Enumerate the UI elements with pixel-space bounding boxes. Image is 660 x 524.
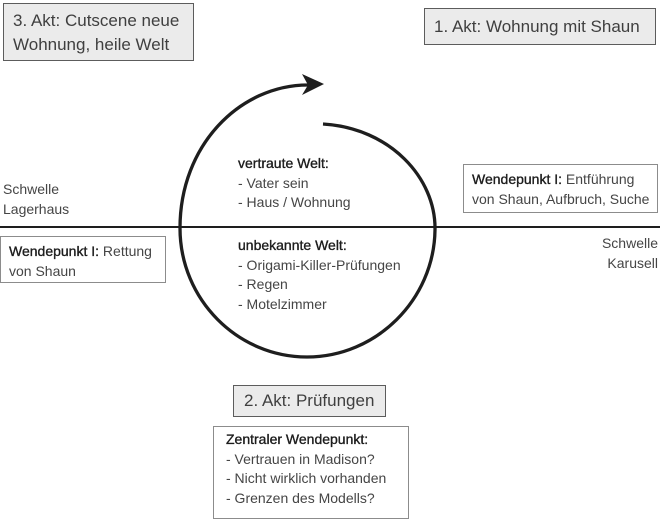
act-2-box: 2. Akt: Prüfungen [233, 385, 386, 417]
arrowhead [302, 74, 324, 95]
turning-point-rescue-box: Wendepunkt I: Rettung von Shaun [0, 236, 166, 283]
act-3-line-1: 3. Akt: Cutscene neue [13, 11, 180, 30]
unknown-world-heading: unbekannte Welt: [238, 237, 347, 253]
threshold-right-line-1: Schwelle [601, 235, 658, 251]
spiral-arrow [178, 83, 437, 359]
central-turning-point-item: - Vertrauen in Madison? [226, 450, 375, 467]
turning-point-rescue-heading: Wendepunkt I: [9, 243, 100, 259]
turning-point-departure-rest: Entführung [565, 171, 635, 187]
turning-point-rescue-line-2: von Shaun [9, 263, 76, 279]
turning-point-departure-box: Wendepunkt I: Entführung von Shaun, Aufb… [463, 164, 658, 213]
unknown-world-item: - Motelzimmer [238, 295, 327, 312]
central-turning-point-heading: Zentraler Wendepunkt: [226, 431, 369, 447]
turning-point-rescue-rest: Rettung [102, 243, 152, 259]
threshold-left-line-1: Schwelle [3, 181, 60, 197]
unknown-world-item: - Regen [238, 276, 288, 292]
turning-point-departure-line-1: Wendepunkt I: Entführung [472, 169, 657, 189]
known-world-block: vertraute Welt: - Vater sein - Haus / Wo… [238, 154, 351, 213]
turning-point-departure-heading: Wendepunkt I: [472, 171, 563, 187]
threshold-right: Schwelle Karusell [602, 234, 658, 273]
known-world-heading: vertraute Welt: [238, 155, 329, 171]
central-turning-point-item: - Grenzen des Modells? [226, 489, 375, 506]
act-3-line-2: Wohnung, heile Welt [13, 35, 170, 54]
act-1-box: 1. Akt: Wohnung mit Shaun [424, 8, 656, 45]
central-turning-point-item: - Nicht wirklich vorhanden [226, 470, 387, 486]
turning-point-rescue-line-1: Wendepunkt I: Rettung [9, 241, 165, 261]
unknown-world-block: unbekannte Welt: - Origami-Killer-Prüfun… [238, 236, 401, 314]
threshold-left: Schwelle Lagerhaus [3, 180, 69, 219]
act-3-box: 3. Akt: Cutscene neue Wohnung, heile Wel… [3, 3, 194, 61]
act-1-label: 1. Akt: Wohnung mit Shaun [434, 17, 640, 36]
known-world-item: - Haus / Wohnung [238, 194, 351, 210]
turning-point-departure-line-2: von Shaun, Aufbruch, Suche [472, 191, 650, 207]
threshold-right-line-2: Karusell [607, 254, 658, 271]
threshold-left-line-2: Lagerhaus [3, 200, 70, 217]
central-turning-point-box: Zentraler Wendepunkt: - Vertrauen in Mad… [213, 426, 409, 519]
known-world-item: - Vater sein [238, 174, 309, 191]
unknown-world-item: - Origami-Killer-Prüfungen [238, 256, 401, 273]
act-2-label: 2. Akt: Prüfungen [244, 391, 375, 410]
